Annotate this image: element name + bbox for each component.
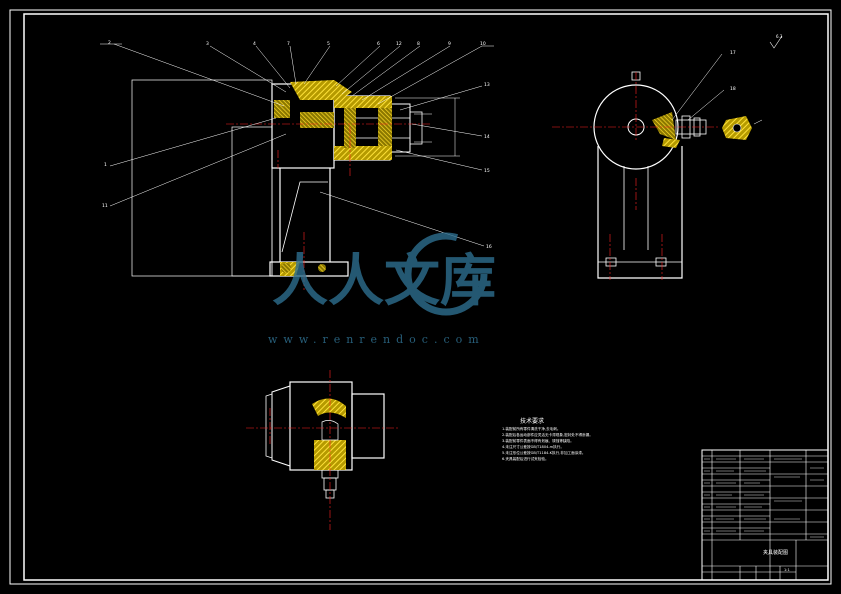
tech-requirement-line: 1.装配前所有零件清洗干净,去毛刺。 (502, 427, 561, 431)
balloon: 13 (484, 82, 490, 88)
top-view-hatch (312, 398, 346, 470)
balloon: 2 (108, 40, 111, 46)
front-view (131, 79, 460, 277)
front-view-hatch (274, 80, 392, 276)
balloon: 4 (253, 41, 256, 47)
balloon: 1 (104, 162, 107, 168)
top-view-centerlines (246, 370, 398, 530)
title-block-scribble (704, 458, 824, 538)
balloon: 9 (448, 41, 451, 47)
title-block-drawing-name: 夹具装配图 (763, 550, 789, 556)
balloon: 15 (484, 168, 490, 174)
side-view-leaders (671, 53, 763, 125)
watermark-url: www.renrendoc.com (268, 333, 485, 346)
balloon: 5 (327, 41, 330, 47)
balloon: 8 (417, 41, 420, 47)
balloon-labels: 2 3 4 7 5 6 12 8 9 10 13 14 15 1 11 16 1… (102, 40, 736, 250)
balloon: 11 (102, 203, 108, 209)
tech-requirement-line: 6.夹具装配后进行试夹检验。 (502, 457, 549, 461)
side-view-hatch (631, 71, 680, 148)
side-view (593, 84, 707, 279)
title-block-scale: 1:1 (784, 568, 790, 572)
tech-requirement-line: 5.未注形位公差按GB/T1184-K执行,非加工面涂漆。 (502, 451, 586, 455)
balloon: 3 (206, 41, 209, 47)
inner-frame (23, 13, 829, 581)
watermark-logo: 人人文库 (272, 232, 496, 316)
balloon: 6 (377, 41, 380, 47)
title-block (701, 449, 829, 581)
side-view-centerlines (552, 72, 720, 280)
balloon: 16 (486, 244, 492, 250)
balloon: 17 (730, 50, 736, 56)
tech-requirement-line: 2.装配后各运动部件应灵活无卡滞现象,密封处不得渗漏。 (502, 433, 593, 437)
tech-requirements-title: 技术要求 (520, 418, 545, 425)
balloon: 18 (730, 86, 736, 92)
balloon: 7 (287, 41, 290, 47)
svg-text:6.3: 6.3 (776, 34, 783, 39)
tech-requirement-line: 4.未注尺寸公差按GB/T1804-m执行。 (502, 445, 564, 449)
outer-frame (9, 9, 832, 585)
watermark-logo-text: 人人文库 (272, 249, 496, 314)
balloon: 12 (396, 41, 402, 47)
tech-requirement-line: 3.装配前零件表面不得有划痕、锈蚀等缺陷。 (502, 439, 574, 443)
balloon: 10 (480, 41, 486, 47)
roughness-symbol: 6.3 (769, 34, 783, 49)
detail-view (722, 116, 752, 140)
front-view-leaders (100, 43, 494, 247)
front-view-centerlines (226, 123, 430, 290)
balloon: 14 (484, 134, 490, 140)
tech-requirements-list: 1.装配前所有零件清洗干净,去毛刺。 2.装配后各运动部件应灵活无卡滞现象,密封… (502, 426, 652, 462)
